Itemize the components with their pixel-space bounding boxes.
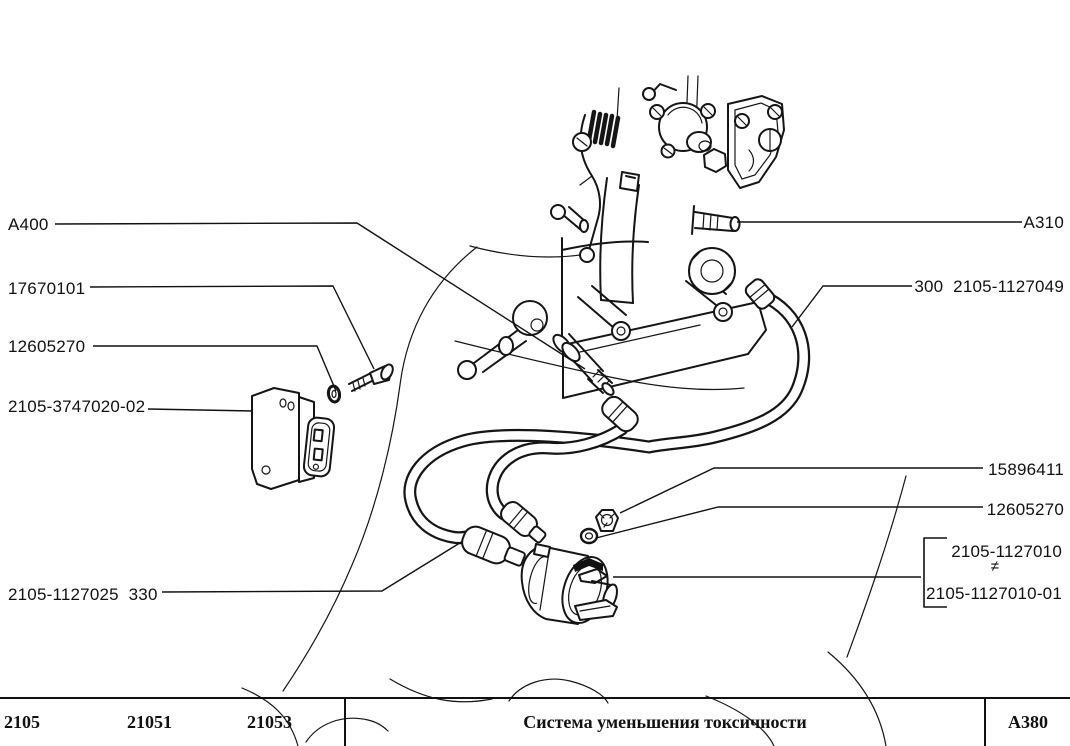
leader-lines xyxy=(54,221,1022,593)
mounting-bolt xyxy=(348,363,394,392)
footer-divider-2 xyxy=(984,699,986,746)
callout-15896411: 15896411 xyxy=(988,460,1064,479)
page-code: A380 xyxy=(1008,712,1048,732)
callout-2105-1127025: 2105-1127025 330 xyxy=(8,585,158,604)
hose-couplings xyxy=(461,278,776,567)
callout-12605270-left: 12605270 xyxy=(8,337,86,356)
solenoid-valve xyxy=(520,543,618,625)
callout-2105-3747020-02: 2105-3747020-02 xyxy=(8,397,146,416)
background-lines xyxy=(241,75,907,746)
hex-nut-15896411 xyxy=(595,509,619,532)
model-21053: 21053 xyxy=(247,712,292,732)
section-title: Система уменьшения токсичности xyxy=(523,712,807,732)
callout-12605270-right: 12605270 xyxy=(986,500,1064,519)
callout-a310: A310 xyxy=(1023,213,1064,232)
model-21051: 21051 xyxy=(127,712,172,732)
inlet-fitting xyxy=(691,205,741,235)
bolt-washer xyxy=(326,384,342,404)
model-2105: 2105 xyxy=(4,712,40,732)
not-equal-symbol: ≠ xyxy=(990,558,1000,575)
variant-bracket xyxy=(923,537,947,608)
callout-a400: A400 xyxy=(8,215,49,234)
washer-12605270-right xyxy=(579,527,599,545)
relay-bracket xyxy=(251,387,336,490)
spring-coil xyxy=(586,109,621,149)
callout-17670101: 17670101 xyxy=(8,279,86,298)
hose-1127025-loops xyxy=(485,422,629,521)
variant-part-bottom: 2105-1127010-01 xyxy=(926,584,1062,603)
carburetor-assembly xyxy=(457,83,785,399)
callout-2105-1127049: 300 2105-1127049 xyxy=(914,277,1064,296)
variant-part-top: 2105-1127010 xyxy=(951,542,1062,561)
footer-table: 2105 21051 21053 Система уменьшения токс… xyxy=(0,697,1070,746)
footer-divider-1 xyxy=(344,699,346,746)
